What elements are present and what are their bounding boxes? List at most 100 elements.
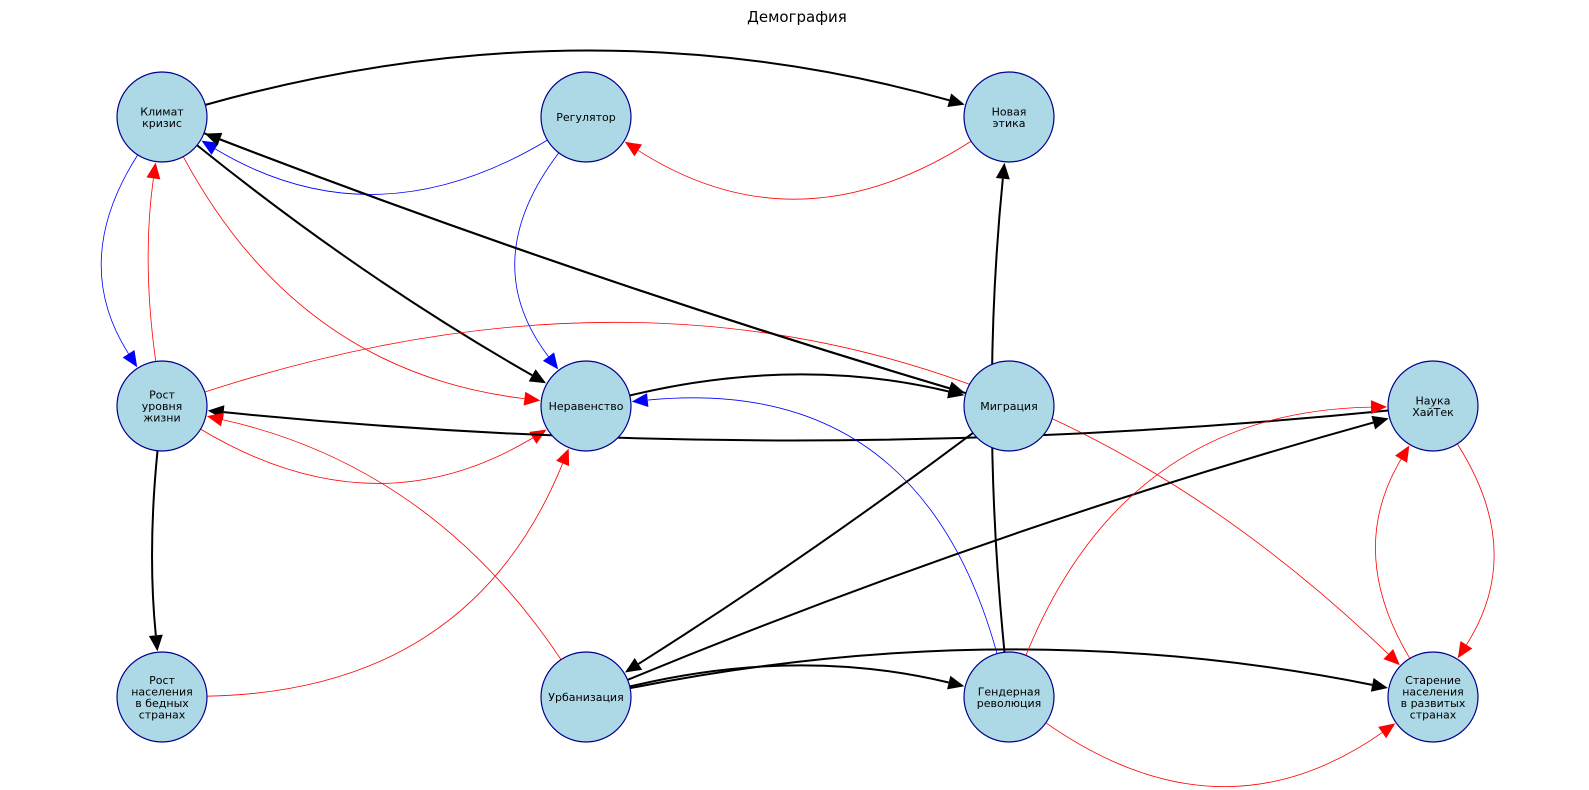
edge-line xyxy=(219,138,967,395)
node-migration: Миграция xyxy=(963,360,1055,452)
arrowhead xyxy=(1370,677,1388,692)
edge-regulator-to-climate xyxy=(201,139,548,195)
node-circle xyxy=(540,360,632,452)
node-label: Миграция xyxy=(980,400,1037,413)
node-label: странах xyxy=(139,708,186,721)
arrowhead xyxy=(1395,445,1410,463)
arrowhead xyxy=(523,391,541,406)
node-urban: Урбанизация xyxy=(540,651,632,743)
node-label: Климат xyxy=(140,105,184,118)
edge-gender-to-inequality xyxy=(631,393,998,654)
edge-line xyxy=(647,397,998,654)
edge-climate-to-new_ethics xyxy=(205,49,965,108)
arrowhead xyxy=(1457,641,1473,659)
edge-line xyxy=(222,419,562,660)
edge-line xyxy=(629,373,949,397)
edge-climate-to-living xyxy=(100,154,139,368)
edge-living-to-aging xyxy=(204,321,1400,666)
node-label: жизни xyxy=(143,412,180,425)
edge-gender-to-aging xyxy=(1045,722,1396,787)
edge-pop_poor-to-inequality xyxy=(206,448,570,697)
arrowhead xyxy=(1371,415,1389,430)
edge-line xyxy=(182,156,525,400)
edge-line xyxy=(637,432,974,665)
edge-climate-to-inequality xyxy=(196,144,547,384)
node-circle xyxy=(963,651,1055,743)
edge-urban-to-science xyxy=(627,415,1389,681)
node-circle xyxy=(116,360,208,452)
edge-line xyxy=(1045,722,1383,787)
edge-aging-to-science xyxy=(1375,445,1411,659)
edge-migration-to-urban xyxy=(624,432,974,673)
node-inequality: Неравенство xyxy=(540,360,632,452)
edges-layer xyxy=(100,49,1495,787)
arrowhead xyxy=(529,429,547,444)
node-label: в развитых xyxy=(1401,697,1466,710)
arrowhead xyxy=(542,352,559,370)
node-label: Регулятор xyxy=(556,111,615,124)
node-circle xyxy=(116,71,208,163)
node-circle xyxy=(1387,360,1479,452)
arrowhead xyxy=(528,369,547,384)
node-label: странах xyxy=(1410,708,1457,721)
edge-line xyxy=(1456,443,1495,645)
edge-line xyxy=(1375,458,1411,659)
diagram-title: Демография xyxy=(747,8,847,26)
edge-regulator-to-inequality xyxy=(514,152,560,370)
edge-line xyxy=(147,178,157,362)
edge-living-to-pop_poor xyxy=(148,450,163,652)
edge-line xyxy=(151,450,159,636)
node-regulator: Регулятор xyxy=(540,71,632,163)
edge-line xyxy=(100,154,139,354)
arrowhead xyxy=(624,658,643,673)
node-circle xyxy=(1387,651,1479,743)
node-label: ХайТек xyxy=(1412,406,1454,419)
arrowhead xyxy=(624,141,642,157)
edge-urban-to-aging xyxy=(629,648,1388,692)
node-label: в бедных xyxy=(135,697,189,710)
node-label: этика xyxy=(993,117,1026,130)
arrowhead xyxy=(1378,723,1396,739)
node-label: Гендерная xyxy=(978,685,1041,698)
node-circle xyxy=(540,651,632,743)
edge-line xyxy=(200,428,534,484)
arrowhead xyxy=(148,634,163,652)
node-label: Рост xyxy=(149,389,175,402)
arrowhead xyxy=(556,448,570,467)
edge-urban-to-living xyxy=(206,412,562,660)
arrowhead xyxy=(201,140,219,155)
edge-line xyxy=(514,152,560,357)
arrowhead xyxy=(204,132,223,146)
edge-line xyxy=(204,321,1389,655)
edge-line xyxy=(196,144,533,377)
node-circle xyxy=(116,651,208,743)
edge-line xyxy=(638,140,972,200)
node-label: Наука xyxy=(1416,394,1451,407)
edge-line xyxy=(1025,406,1372,656)
edge-line xyxy=(203,132,950,390)
arrowhead xyxy=(1383,648,1400,666)
arrowhead xyxy=(206,412,225,427)
node-label: Неравенство xyxy=(549,400,624,413)
edge-urban-to-gender xyxy=(629,664,965,690)
node-label: Старение xyxy=(1405,674,1461,687)
node-label: кризис xyxy=(142,117,182,130)
arrowhead xyxy=(1370,400,1388,415)
edge-science-to-aging xyxy=(1456,443,1495,659)
edge-line xyxy=(629,648,1373,690)
arrowhead xyxy=(947,675,965,690)
edge-line xyxy=(223,409,1389,442)
arrowhead xyxy=(995,162,1010,180)
arrowhead xyxy=(947,93,965,108)
edge-climate-to-inequality xyxy=(182,156,541,406)
node-label: населения xyxy=(1402,685,1464,698)
node-label: населения xyxy=(131,685,193,698)
edge-line xyxy=(206,463,564,697)
